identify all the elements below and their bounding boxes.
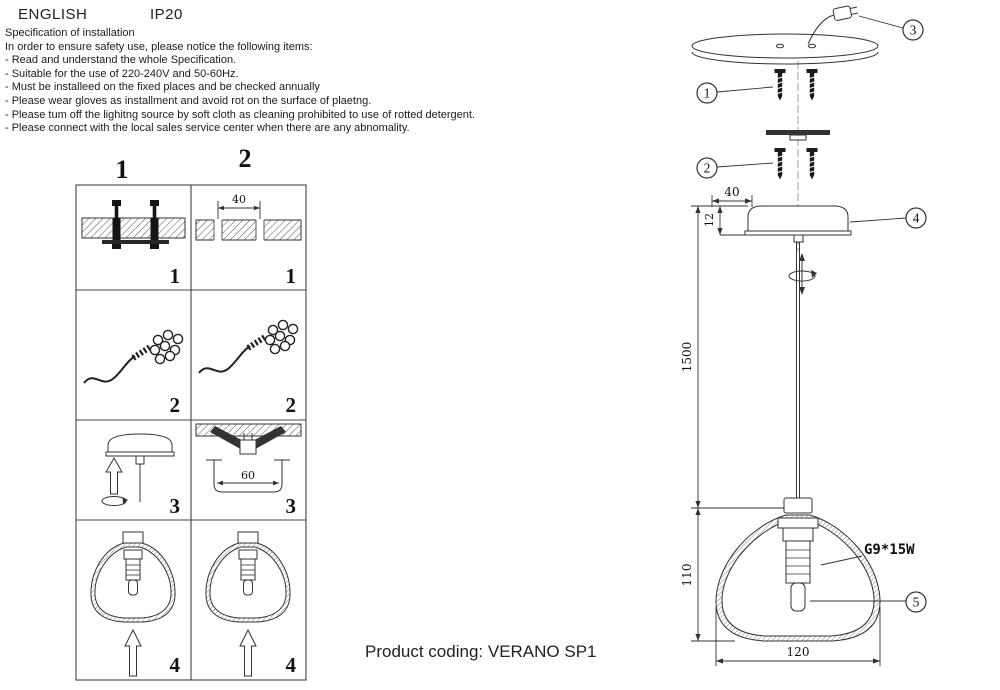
step-col2-header: 2 — [239, 144, 252, 173]
language-label: ENGLISH — [18, 6, 88, 23]
spec-title: Specification of installation — [5, 27, 135, 39]
step-label-3-left: 3 — [170, 494, 181, 518]
callout-5-circle — [905, 591, 927, 613]
step4-lamp-figure — [90, 531, 176, 677]
fixing-screws — [774, 147, 818, 180]
anchor-screws — [774, 68, 818, 101]
step2-wire-figure — [83, 329, 184, 384]
step3-canopy-figure — [101, 433, 175, 506]
g9-bulb — [790, 582, 806, 612]
dim-110-label: 110 — [680, 564, 694, 587]
spec-item: - Suitable for the use of 220-240V and 5… — [5, 67, 239, 80]
callout-2-label: 2 — [704, 161, 711, 176]
dim-1500-label: 1500 — [680, 342, 694, 373]
rotate-symbol — [788, 253, 817, 295]
technical-drawing-figure: 1 2 3 4 5 40 12 1500 110 120 G9*15W — [680, 5, 927, 666]
spec-item: - Please tum off the lighitng source by … — [5, 108, 476, 121]
installation-steps-figure: 40 — [75, 144, 307, 681]
product-coding: Product coding: VERANO SP1 — [365, 642, 597, 661]
spec-intro: In order to ensure safety use, please no… — [5, 40, 313, 53]
step1-template-figure — [195, 201, 302, 241]
ceiling-plate — [691, 33, 879, 65]
callout-1-label: 1 — [704, 86, 711, 101]
step-label-3-right: 3 — [286, 494, 297, 518]
callout-4-circle — [905, 207, 927, 229]
step3-bracket-figure — [195, 423, 302, 493]
canopy — [744, 205, 852, 243]
spec-item: - Please wear gloves as installment and … — [5, 94, 372, 107]
step-label-1-right: 1 — [286, 264, 297, 288]
callout-3-label: 3 — [910, 23, 917, 38]
suspension-cable — [796, 242, 800, 502]
step-col1-header: 1 — [116, 155, 129, 184]
callout-3-circle — [902, 19, 924, 41]
callout-5-label: 5 — [913, 595, 920, 610]
mounting-bar — [766, 130, 830, 141]
bulb-spec-label: G9*15W — [864, 542, 915, 558]
spec-item: - Read and understand the whole Specific… — [5, 54, 237, 67]
spec-item: - Must be installeed on the fixed places… — [5, 81, 320, 94]
callout-leaders — [716, 15, 907, 602]
ip-rating-label: IP20 — [150, 6, 183, 23]
bracket-dim-label: 60 — [241, 469, 255, 482]
step1-anchor-figure — [81, 200, 186, 249]
step-label-4-left: 4 — [170, 653, 181, 677]
spec-item: - Please connect with the local sales se… — [5, 122, 410, 135]
step-label-2-right: 2 — [286, 393, 297, 417]
step-label-2-left: 2 — [170, 393, 181, 417]
step2-wire-figure-right — [198, 319, 299, 374]
callout-1-circle — [696, 82, 718, 104]
callout-4-label: 4 — [913, 211, 920, 226]
step4-lamp-figure-right — [205, 531, 291, 677]
dim-40-label: 40 — [724, 185, 739, 199]
lamp-shade — [715, 497, 881, 642]
power-cord-and-plug — [807, 5, 859, 45]
step-label-4-right: 4 — [286, 653, 297, 677]
step-grid-lines — [75, 184, 307, 681]
callout-balloons: 1 2 3 4 5 — [696, 19, 927, 613]
bulb-socket — [777, 517, 819, 612]
dim-120-label: 120 — [787, 645, 810, 659]
step-label-1-left: 1 — [170, 264, 181, 288]
callout-2-circle — [696, 157, 718, 179]
hole-spacing-dim-label: 40 — [232, 193, 246, 206]
dim-12-label: 12 — [703, 213, 716, 227]
specification-block: Specification of installation In order t… — [5, 27, 475, 136]
dimension-lines — [691, 195, 881, 666]
